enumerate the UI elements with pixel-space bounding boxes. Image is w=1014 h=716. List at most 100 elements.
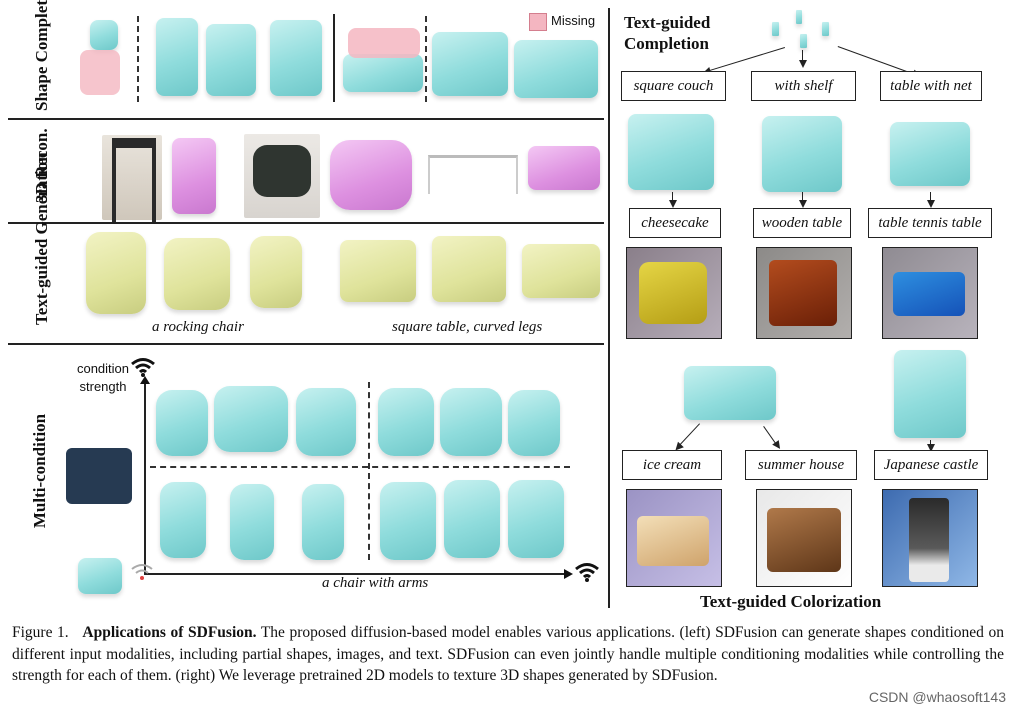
colorized-wooden-table: [756, 247, 852, 339]
multi-chair-2: [214, 386, 288, 452]
partial-chair-shape: [90, 20, 118, 50]
x-axis-arrow: [564, 569, 573, 579]
multi-chair-11: [444, 480, 500, 558]
cheesecake-object: [639, 262, 707, 324]
prompt-japanese-castle: Japanese castle: [874, 450, 988, 480]
table-gen-3: [522, 244, 600, 298]
multi-chair-1: [156, 390, 208, 456]
caption-title: Applications of SDFusion.: [82, 624, 257, 641]
house-shape: [684, 366, 776, 420]
y-axis: [144, 382, 146, 574]
arrow-house-to-summer: [763, 426, 779, 448]
arrow-shelf-to-wooden: [802, 192, 803, 206]
colorized-japanese-castle: [882, 489, 978, 587]
wooden-table-object: [769, 260, 837, 326]
multi-chair-6: [508, 390, 560, 456]
caption-label: Figure 1.: [12, 624, 69, 641]
row-label-shape-completion: Shape Completion: [32, 0, 51, 111]
colorized-ice-cream: [626, 489, 722, 587]
rocking-chair-3: [250, 236, 302, 308]
armchair-recon: [330, 140, 412, 210]
summer-house-object: [767, 508, 841, 572]
divider-dashed: [137, 16, 139, 102]
y-axis-arrow: [140, 376, 150, 384]
row-separator-2: [8, 222, 604, 224]
colorized-cheesecake: [626, 247, 722, 339]
multi-chair-10: [380, 482, 436, 560]
table-gen-2: [432, 236, 506, 302]
multi-chair-7: [160, 482, 206, 558]
multi-chair-9: [302, 484, 344, 560]
missing-roof: [348, 28, 420, 58]
colorization-title: Text-guided Colorization: [700, 592, 882, 611]
completed-chair-1: [156, 18, 198, 96]
completed-house-2: [514, 40, 598, 98]
arrow-house-to-ice-cream: [676, 423, 700, 449]
partial-piece-3: [822, 22, 829, 36]
partial-house: [343, 54, 423, 92]
arrow-net-to-tennis: [930, 192, 931, 206]
legend-missing-swatch: [529, 13, 547, 31]
completed-chair-3: [270, 20, 322, 96]
caption-square-table: square table, curved legs: [392, 319, 543, 335]
grid-dashed-horizontal: [150, 466, 570, 468]
arrow-couch-to-cheesecake: [672, 192, 673, 206]
sofa-condition-image: [66, 448, 132, 504]
legend-missing-label: Missing: [551, 13, 596, 28]
prompt-cheesecake: cheesecake: [629, 208, 721, 238]
armchair-photo-object: [253, 145, 311, 197]
stool-photo-object: [112, 138, 156, 224]
figure-caption: Figure 1. Applications of SDFusion. The …: [12, 622, 1004, 687]
castle-shape: [894, 350, 966, 438]
row-separator-3: [8, 343, 604, 345]
prompt-table-with-net: table with net: [880, 71, 982, 101]
rocking-chair-1: [86, 232, 146, 314]
table-photo: [428, 155, 518, 194]
wifi-strong-icon-right: [575, 563, 599, 582]
ice-cream-object: [637, 516, 709, 566]
completed-shelf-table: [762, 116, 842, 192]
row-separator-1: [8, 118, 604, 120]
prompt-with-shelf: with shelf: [751, 71, 856, 101]
condition-strength-label: condition strength: [76, 361, 130, 394]
completed-chair-2: [206, 24, 256, 96]
wifi-strong-icon-top: [131, 358, 155, 377]
caption-rocking-chair: a rocking chair: [152, 319, 244, 335]
completed-couch: [628, 114, 714, 190]
completed-house-1: [432, 32, 508, 96]
multi-chair-3: [296, 388, 356, 456]
wifi-weak-icon: [131, 564, 153, 580]
partial-piece-1: [796, 10, 802, 24]
prompt-square-couch: square couch: [621, 71, 726, 101]
partial-piece-2: [772, 22, 779, 36]
prompt-wooden-table: wooden table: [753, 208, 851, 238]
multi-chair-4: [378, 388, 434, 456]
multi-chair-12: [508, 480, 564, 558]
row-label-text-generation: Text-guided Generation: [32, 152, 51, 325]
watermark: CSDN @whaosoft143: [868, 689, 1006, 705]
missing-region: [80, 50, 120, 95]
grid-dashed-vertical: [368, 382, 370, 560]
table-gen-1: [340, 240, 416, 302]
colorized-tennis-table: [882, 247, 978, 339]
arrow-castle-to-japanese: [930, 440, 931, 450]
caption-chair-with-arms: a chair with arms: [322, 575, 429, 591]
tennis-table-object: [893, 272, 965, 316]
colorized-summer-house: [756, 489, 852, 587]
caption-body: The proposed diffusion-based model enabl…: [12, 624, 1004, 684]
divider-dashed-2: [425, 16, 427, 102]
completion-title: Text-guided Completion: [624, 13, 711, 53]
arrow-to-with-shelf: [802, 50, 803, 66]
multi-chair-8: [230, 484, 274, 560]
rocking-chair-2: [164, 238, 230, 310]
row-label-multi-condition: Multi-condition: [30, 413, 49, 529]
stool-recon: [172, 138, 216, 214]
x-axis: [144, 573, 566, 575]
prompt-table-tennis-table: table tennis table: [868, 208, 992, 238]
prompt-ice-cream: ice cream: [622, 450, 722, 480]
divider-solid: [333, 14, 335, 102]
multi-chair-5: [440, 388, 502, 456]
panel-divider: [608, 8, 610, 608]
completed-net-table: [890, 122, 970, 186]
prompt-summer-house: summer house: [745, 450, 857, 480]
